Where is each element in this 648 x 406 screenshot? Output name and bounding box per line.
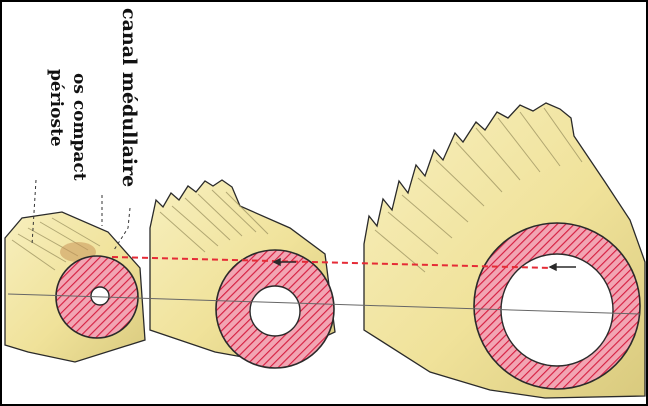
medullary-canal-middle (250, 286, 300, 336)
label-canal-medullaire: canal médullaire (119, 8, 138, 187)
label-perioste: périoste (47, 69, 64, 147)
medullary-canal-young (91, 287, 109, 305)
label-os-compact: os compact (70, 73, 87, 181)
